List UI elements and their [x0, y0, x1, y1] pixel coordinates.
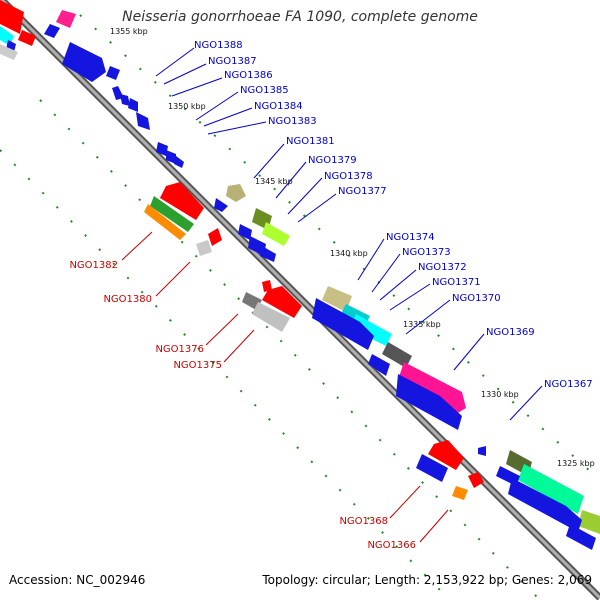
forward-gene-block [128, 98, 138, 112]
gene-label-ngo1369: NGO1369 [486, 327, 535, 338]
reverse-gene-block [416, 454, 448, 482]
forward-gene-block [174, 156, 184, 168]
forward-gene-block [214, 198, 228, 212]
forward-gene-block [56, 10, 76, 28]
gene-label-ngo1370: NGO1370 [452, 293, 501, 304]
forward-gene-labels [155, 47, 543, 421]
gene-label-ngo1367: NGO1367 [544, 379, 593, 390]
forward-gene-block [262, 222, 290, 246]
reverse-gene-block [262, 280, 272, 292]
reverse-gene-block [150, 196, 194, 232]
gene-label-ngo1384: NGO1384 [254, 101, 303, 112]
gene-label-ngo1380: NGO1380 [103, 294, 152, 305]
gene-label-ngo1387: NGO1387 [208, 56, 257, 67]
forward-strand-features [0, 10, 600, 550]
reverse-strand-features [0, 0, 484, 500]
gene-label-ngo1385: NGO1385 [240, 85, 289, 96]
reverse-gene-block [452, 486, 468, 500]
gene-label-ngo1381: NGO1381 [286, 136, 335, 147]
forward-gene-block [226, 184, 246, 202]
gene-label-ngo1377: NGO1377 [338, 186, 387, 197]
forward-gene-block [508, 478, 582, 532]
forward-gene-block [120, 94, 130, 106]
accession-text: Accession: NC_002946 [9, 573, 146, 587]
forward-gene-block [396, 374, 462, 430]
reverse-gene-labels [121, 231, 449, 543]
tick-label: 1335 kbp [403, 320, 441, 329]
reverse-gene-block [18, 30, 36, 46]
forward-gene-block [518, 464, 584, 514]
tick-label: 1325 kbp [557, 459, 595, 468]
reverse-gene-block [428, 440, 464, 470]
forward-gene-block [368, 354, 390, 376]
forward-gene-block [0, 26, 14, 46]
reverse-gene-block [0, 0, 24, 34]
topology-text: Topology: circular; Length: 2,153,922 bp… [262, 573, 592, 587]
gene-label-ngo1382: NGO1382 [69, 260, 118, 271]
forward-gene-block [156, 142, 168, 156]
reverse-gene-block [0, 44, 18, 60]
guide-tracks [0, 14, 600, 600]
forward-gene-block [382, 342, 412, 368]
reverse-gene-block [160, 182, 204, 220]
coordinate-ticks: 1355 kbp 1350 kbp 1345 kbp 1340 kbp 1335… [110, 27, 595, 468]
gene-label-ngo1373: NGO1373 [402, 247, 451, 258]
reverse-gene-block [252, 302, 290, 332]
reverse-gene-block [468, 472, 484, 488]
reverse-gene-block [144, 204, 186, 240]
forward-gene-block [62, 42, 106, 82]
reverse-gene-block [262, 286, 302, 318]
gene-label-ngo1375: NGO1375 [173, 360, 222, 371]
forward-gene-block [566, 524, 596, 550]
forward-gene-block [578, 510, 600, 534]
gene-label-ngo1371: NGO1371 [432, 277, 481, 288]
tick-label: 1345 kbp [255, 177, 293, 186]
gene-label-ngo1376: NGO1376 [155, 344, 204, 355]
gene-label-ngo1379: NGO1379 [308, 155, 357, 166]
forward-gene-block [260, 246, 276, 262]
gene-label-ngo1383: NGO1383 [268, 116, 317, 127]
reverse-gene-block [208, 228, 222, 246]
forward-gene-block [312, 298, 374, 350]
tick-label: 1330 kbp [481, 390, 519, 399]
gene-label-ngo1368: NGO1368 [339, 516, 388, 527]
forward-gene-block [44, 24, 60, 38]
gene-label-ngo1388: NGO1388 [194, 40, 243, 51]
forward-gene-block [106, 66, 120, 80]
forward-gene-block [238, 224, 252, 240]
gene-label-ngo1366: NGO1366 [367, 540, 416, 551]
gene-label-ngo1386: NGO1386 [224, 70, 273, 81]
reverse-gene-block [196, 240, 212, 256]
gene-label-ngo1374: NGO1374 [386, 232, 435, 243]
map-title: Neisseria gonorrhoeae FA 1090, complete … [122, 9, 478, 25]
forward-gene-block [478, 446, 486, 456]
forward-gene-block [136, 112, 150, 130]
tick-label: 1350 kbp [168, 102, 206, 111]
tick-label: 1340 kbp [330, 249, 368, 258]
gene-label-ngo1372: NGO1372 [418, 262, 467, 273]
forward-gene-block [322, 286, 352, 312]
tick-label: 1355 kbp [110, 27, 148, 36]
forward-gene-block [166, 150, 176, 164]
forward-gene-block [398, 362, 466, 414]
gene-label-ngo1378: NGO1378 [324, 171, 373, 182]
forward-gene-block [350, 314, 392, 346]
